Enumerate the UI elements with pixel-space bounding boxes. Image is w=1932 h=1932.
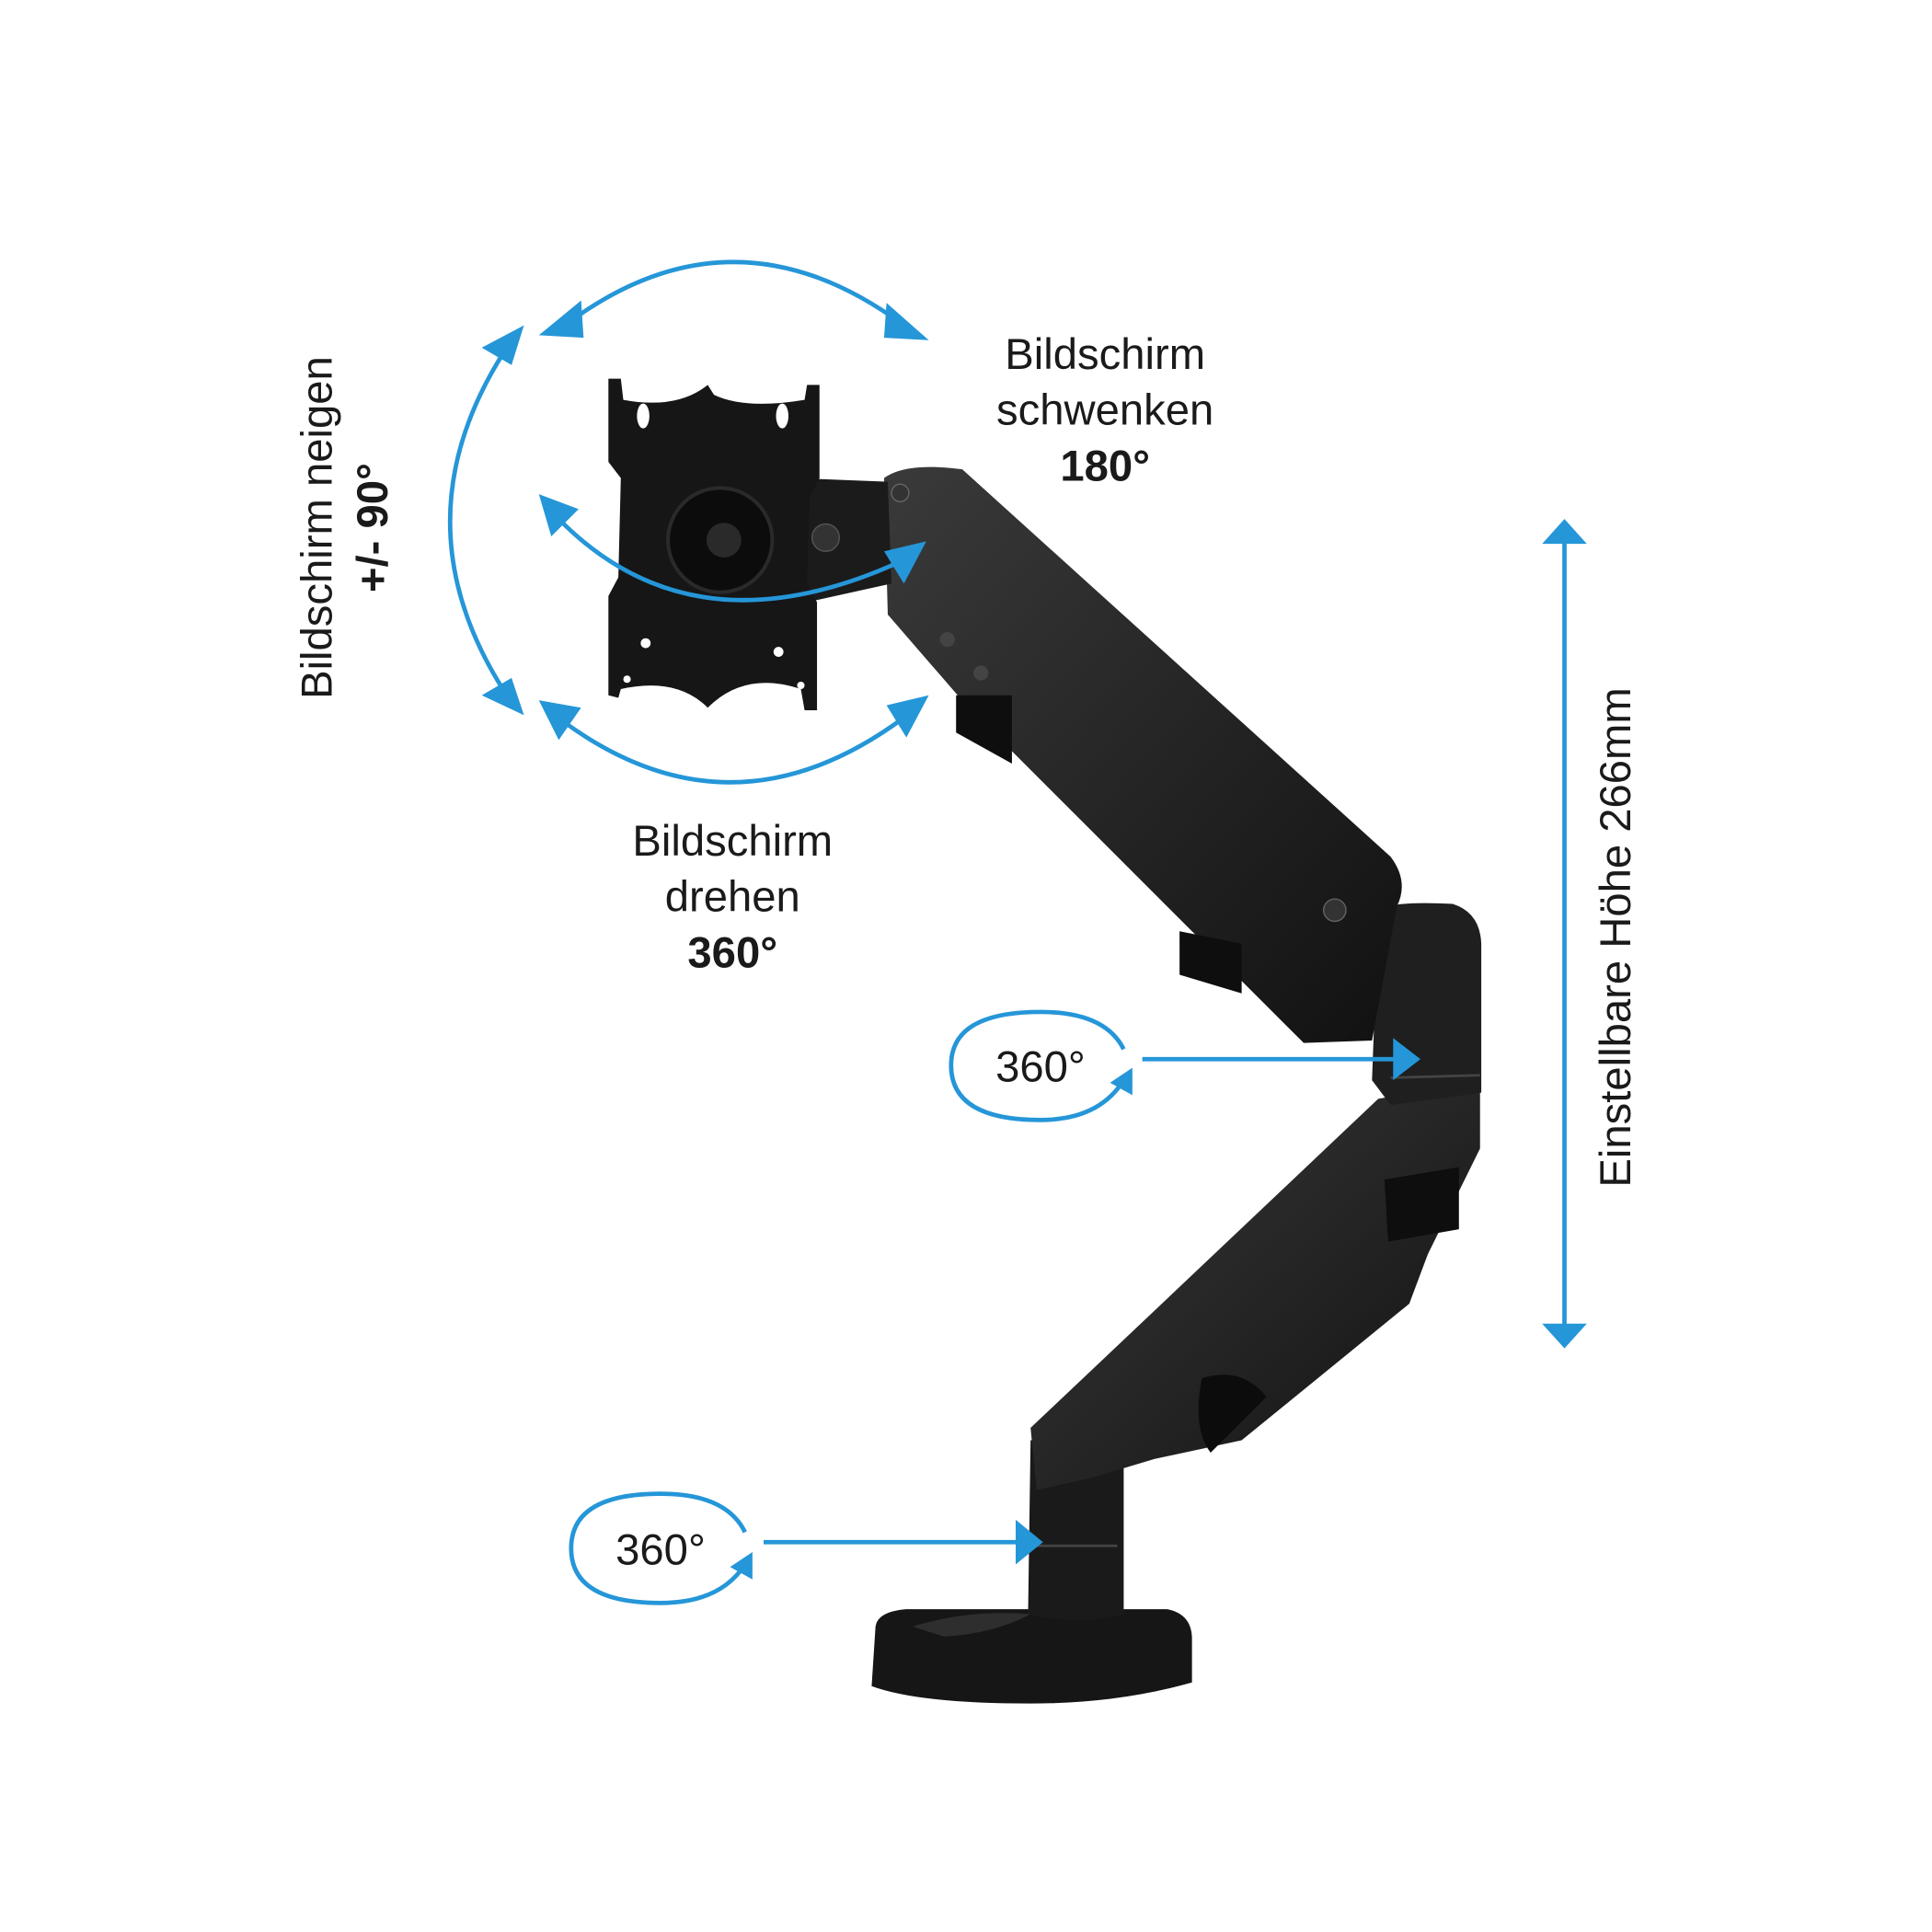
swivel-value: 180° bbox=[1060, 442, 1150, 490]
tilt-arc-arrow bbox=[448, 325, 524, 716]
height-label: Einstellbare Höhe 266mm bbox=[1592, 687, 1640, 1187]
tilt-label: Bildschirm neigen bbox=[293, 356, 341, 699]
swivel-label-line1: Bildschirm bbox=[1005, 330, 1205, 379]
vesa-mount-plate bbox=[608, 378, 820, 710]
swivel-label-line2: schwenken bbox=[996, 386, 1213, 435]
tilt-value: +/- 90° bbox=[349, 463, 397, 592]
lower-arm bbox=[1030, 1080, 1480, 1490]
joint-rotation-indicator bbox=[949, 1009, 1420, 1122]
upper-arm bbox=[883, 466, 1402, 1043]
rotate-bottom-arc-arrow bbox=[538, 695, 929, 785]
rotate-label-line2: drehen bbox=[665, 873, 800, 922]
height-arrow bbox=[1542, 519, 1587, 1349]
desk-clamp-base bbox=[871, 1609, 1192, 1704]
rotate-plate-arc-arrow bbox=[538, 494, 926, 603]
joint-rotation-value: 360° bbox=[995, 1043, 1086, 1092]
tilt-head bbox=[794, 477, 892, 603]
swivel-arc-arrow bbox=[538, 259, 929, 340]
rotate-value: 360° bbox=[687, 928, 777, 977]
base-rotation-indicator bbox=[569, 1491, 1043, 1605]
rotate-label-line1: Bildschirm bbox=[632, 817, 833, 866]
base-rotation-value: 360° bbox=[615, 1526, 706, 1575]
